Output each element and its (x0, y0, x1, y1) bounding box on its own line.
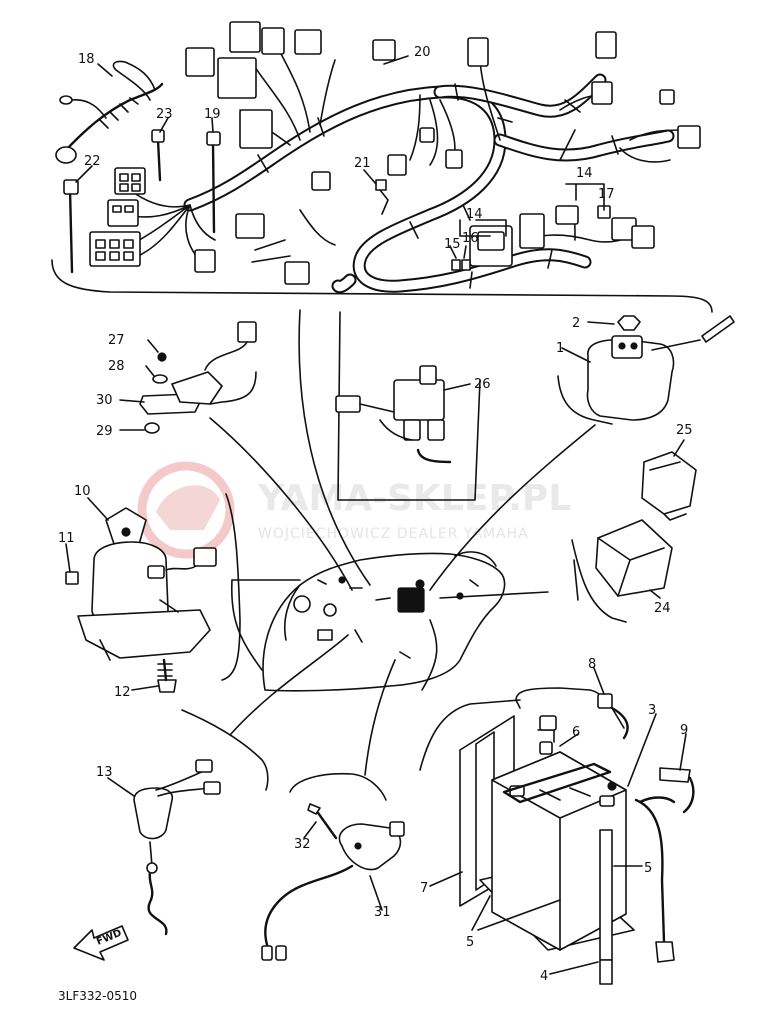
callout-30: 30 (96, 393, 113, 408)
callout-26: 26 (474, 377, 491, 392)
callout-8: 8 (588, 657, 596, 672)
part-sensor-31 (261, 803, 405, 961)
callout-21: 21 (354, 156, 371, 171)
harness-group-bracket (51, 259, 713, 313)
part-ignitor-24 (595, 519, 673, 597)
drawing-code: 3LF332-0510 (58, 989, 137, 1003)
relay-group-bracket (209, 371, 257, 405)
relay-location-marker (397, 587, 425, 613)
watermark-subtitle: WOJCIECHOWICZ DEALER YAMAHA (258, 526, 529, 542)
callout-18: 18 (78, 52, 95, 67)
motorcycle-silhouette (262, 551, 506, 692)
rod-4 (599, 959, 613, 985)
callout-4: 4 (540, 969, 548, 984)
callout-numbers: 18 23 19 22 20 21 14 17 14 15 16 27 28 3… (58, 45, 693, 984)
callout-12: 12 (114, 685, 131, 700)
watermark-logo (137, 461, 235, 559)
callout-15: 15 (444, 237, 461, 252)
callout-3: 3 (648, 703, 656, 718)
cap-11 (65, 571, 79, 585)
callout-24: 24 (654, 601, 671, 616)
callout-22: 22 (84, 154, 101, 169)
callout-31: 31 (374, 905, 391, 920)
callout-leaders (65, 55, 687, 975)
switch-group-bracket (221, 493, 241, 681)
part-main-switch-10 (65, 507, 217, 693)
battery-group-bracket (419, 699, 521, 771)
callout-20: 20 (414, 45, 431, 60)
callout-1: 1 (556, 341, 564, 356)
harness-part-18 (55, 60, 164, 164)
pad-5-right (599, 829, 613, 961)
callout-2: 2 (572, 316, 580, 331)
screw-32 (314, 808, 338, 840)
clamp-22 (63, 179, 79, 274)
sensor-group-bracket (289, 772, 387, 801)
multi-pin-couplers-left (89, 167, 216, 273)
callout-13: 13 (96, 765, 113, 780)
callout-14-right: 14 (576, 166, 593, 181)
terminal-9 (659, 767, 691, 783)
horn-group-bracket (181, 709, 269, 791)
callout-14-left: 14 (466, 207, 483, 222)
wire-harness (127, 51, 686, 294)
callout-10: 10 (74, 484, 91, 499)
callout-27: 27 (108, 333, 125, 348)
nut-2 (617, 315, 641, 331)
cable-tie-19 (206, 131, 221, 234)
callout-25: 25 (676, 423, 693, 438)
cable-band-23 (151, 129, 165, 182)
callout-28: 28 (108, 359, 125, 374)
callout-23: 23 (156, 107, 173, 122)
callout-32: 32 (294, 837, 311, 852)
part-starter-relay-1 (586, 315, 735, 421)
callout-29: 29 (96, 424, 113, 439)
callout-19: 19 (204, 107, 221, 122)
callout-6: 6 (572, 725, 580, 740)
watermark: YAMA-SKLEP.PL WOJCIECHOWICZ DEALER YAMAH… (137, 461, 571, 559)
callout-16: 16 (462, 231, 479, 246)
part-flasher-25 (641, 451, 697, 521)
callout-5-right: 5 (644, 861, 652, 876)
callout-17: 17 (598, 187, 615, 202)
callout-11: 11 (58, 531, 75, 546)
flasher-group-bracket (571, 539, 627, 623)
starter-group-bracket (557, 375, 613, 425)
fwd-arrow: FWD (73, 925, 129, 961)
bolt-12-head (157, 679, 177, 693)
watermark-brand: YAMA-SKLEP.PL (257, 478, 571, 519)
part-relay-26 (335, 365, 452, 464)
part-bracket-27-30 (139, 321, 257, 434)
callout-9: 9 (680, 723, 688, 738)
callout-5-left: 5 (466, 935, 474, 950)
top-connectors (185, 21, 701, 285)
bolt-6 (539, 741, 553, 755)
part-13 (133, 759, 221, 936)
battery-group (459, 687, 695, 985)
callout-7: 7 (420, 881, 428, 896)
